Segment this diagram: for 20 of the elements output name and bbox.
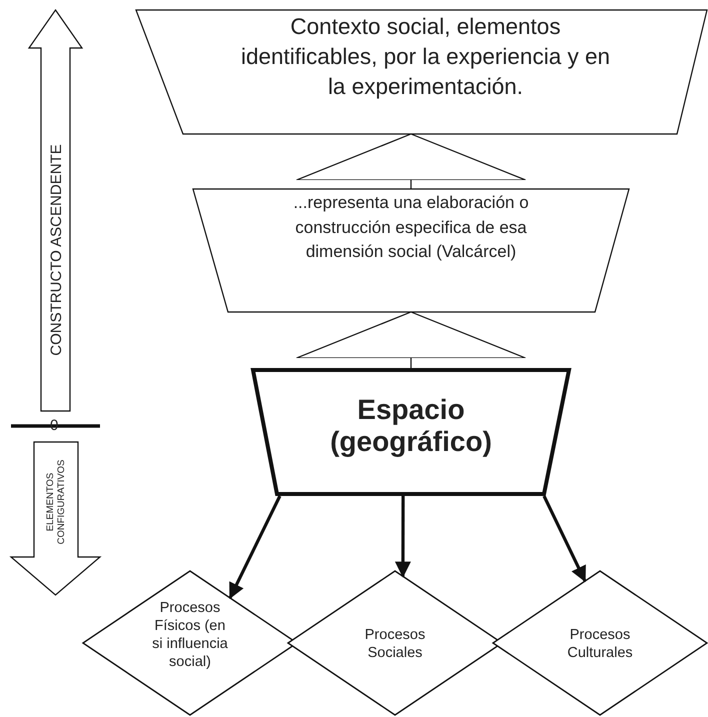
node-text: Procesos Sociales: [364, 626, 426, 662]
arrow: [228, 495, 282, 600]
axis-label: 0: [50, 417, 58, 434]
arrow: [542, 495, 586, 582]
down-arrow-shape: [11, 442, 100, 595]
trapezoid-box: [136, 10, 707, 134]
rotated-label: CONSTRUCTO ASCENDENTE: [48, 143, 66, 358]
up-arrow-shape: [29, 10, 82, 411]
node-text: Contexto social, elementos identificables, por la experiencia y en la experimentación.: [240, 13, 611, 101]
node-text: Procesos Culturales: [566, 626, 634, 662]
node-text: ...representa una elaboración o construcción especifica de esa dimensión social (Valcárcel): [292, 192, 530, 263]
trapezoid-box: [193, 189, 629, 312]
node-text: Espacio (geográfico): [329, 394, 493, 458]
node-text: Procesos Físicos (en si influencia social): [151, 599, 229, 671]
diamond-shape: [493, 571, 707, 715]
triangle-arrow: [296, 133, 526, 189]
trapezoid-box: [253, 370, 569, 494]
arrow: [394, 496, 411, 578]
triangle-arrow: [296, 311, 526, 370]
rotated-label: ELEMENTOS CONFIGURATIVOS: [45, 458, 67, 546]
